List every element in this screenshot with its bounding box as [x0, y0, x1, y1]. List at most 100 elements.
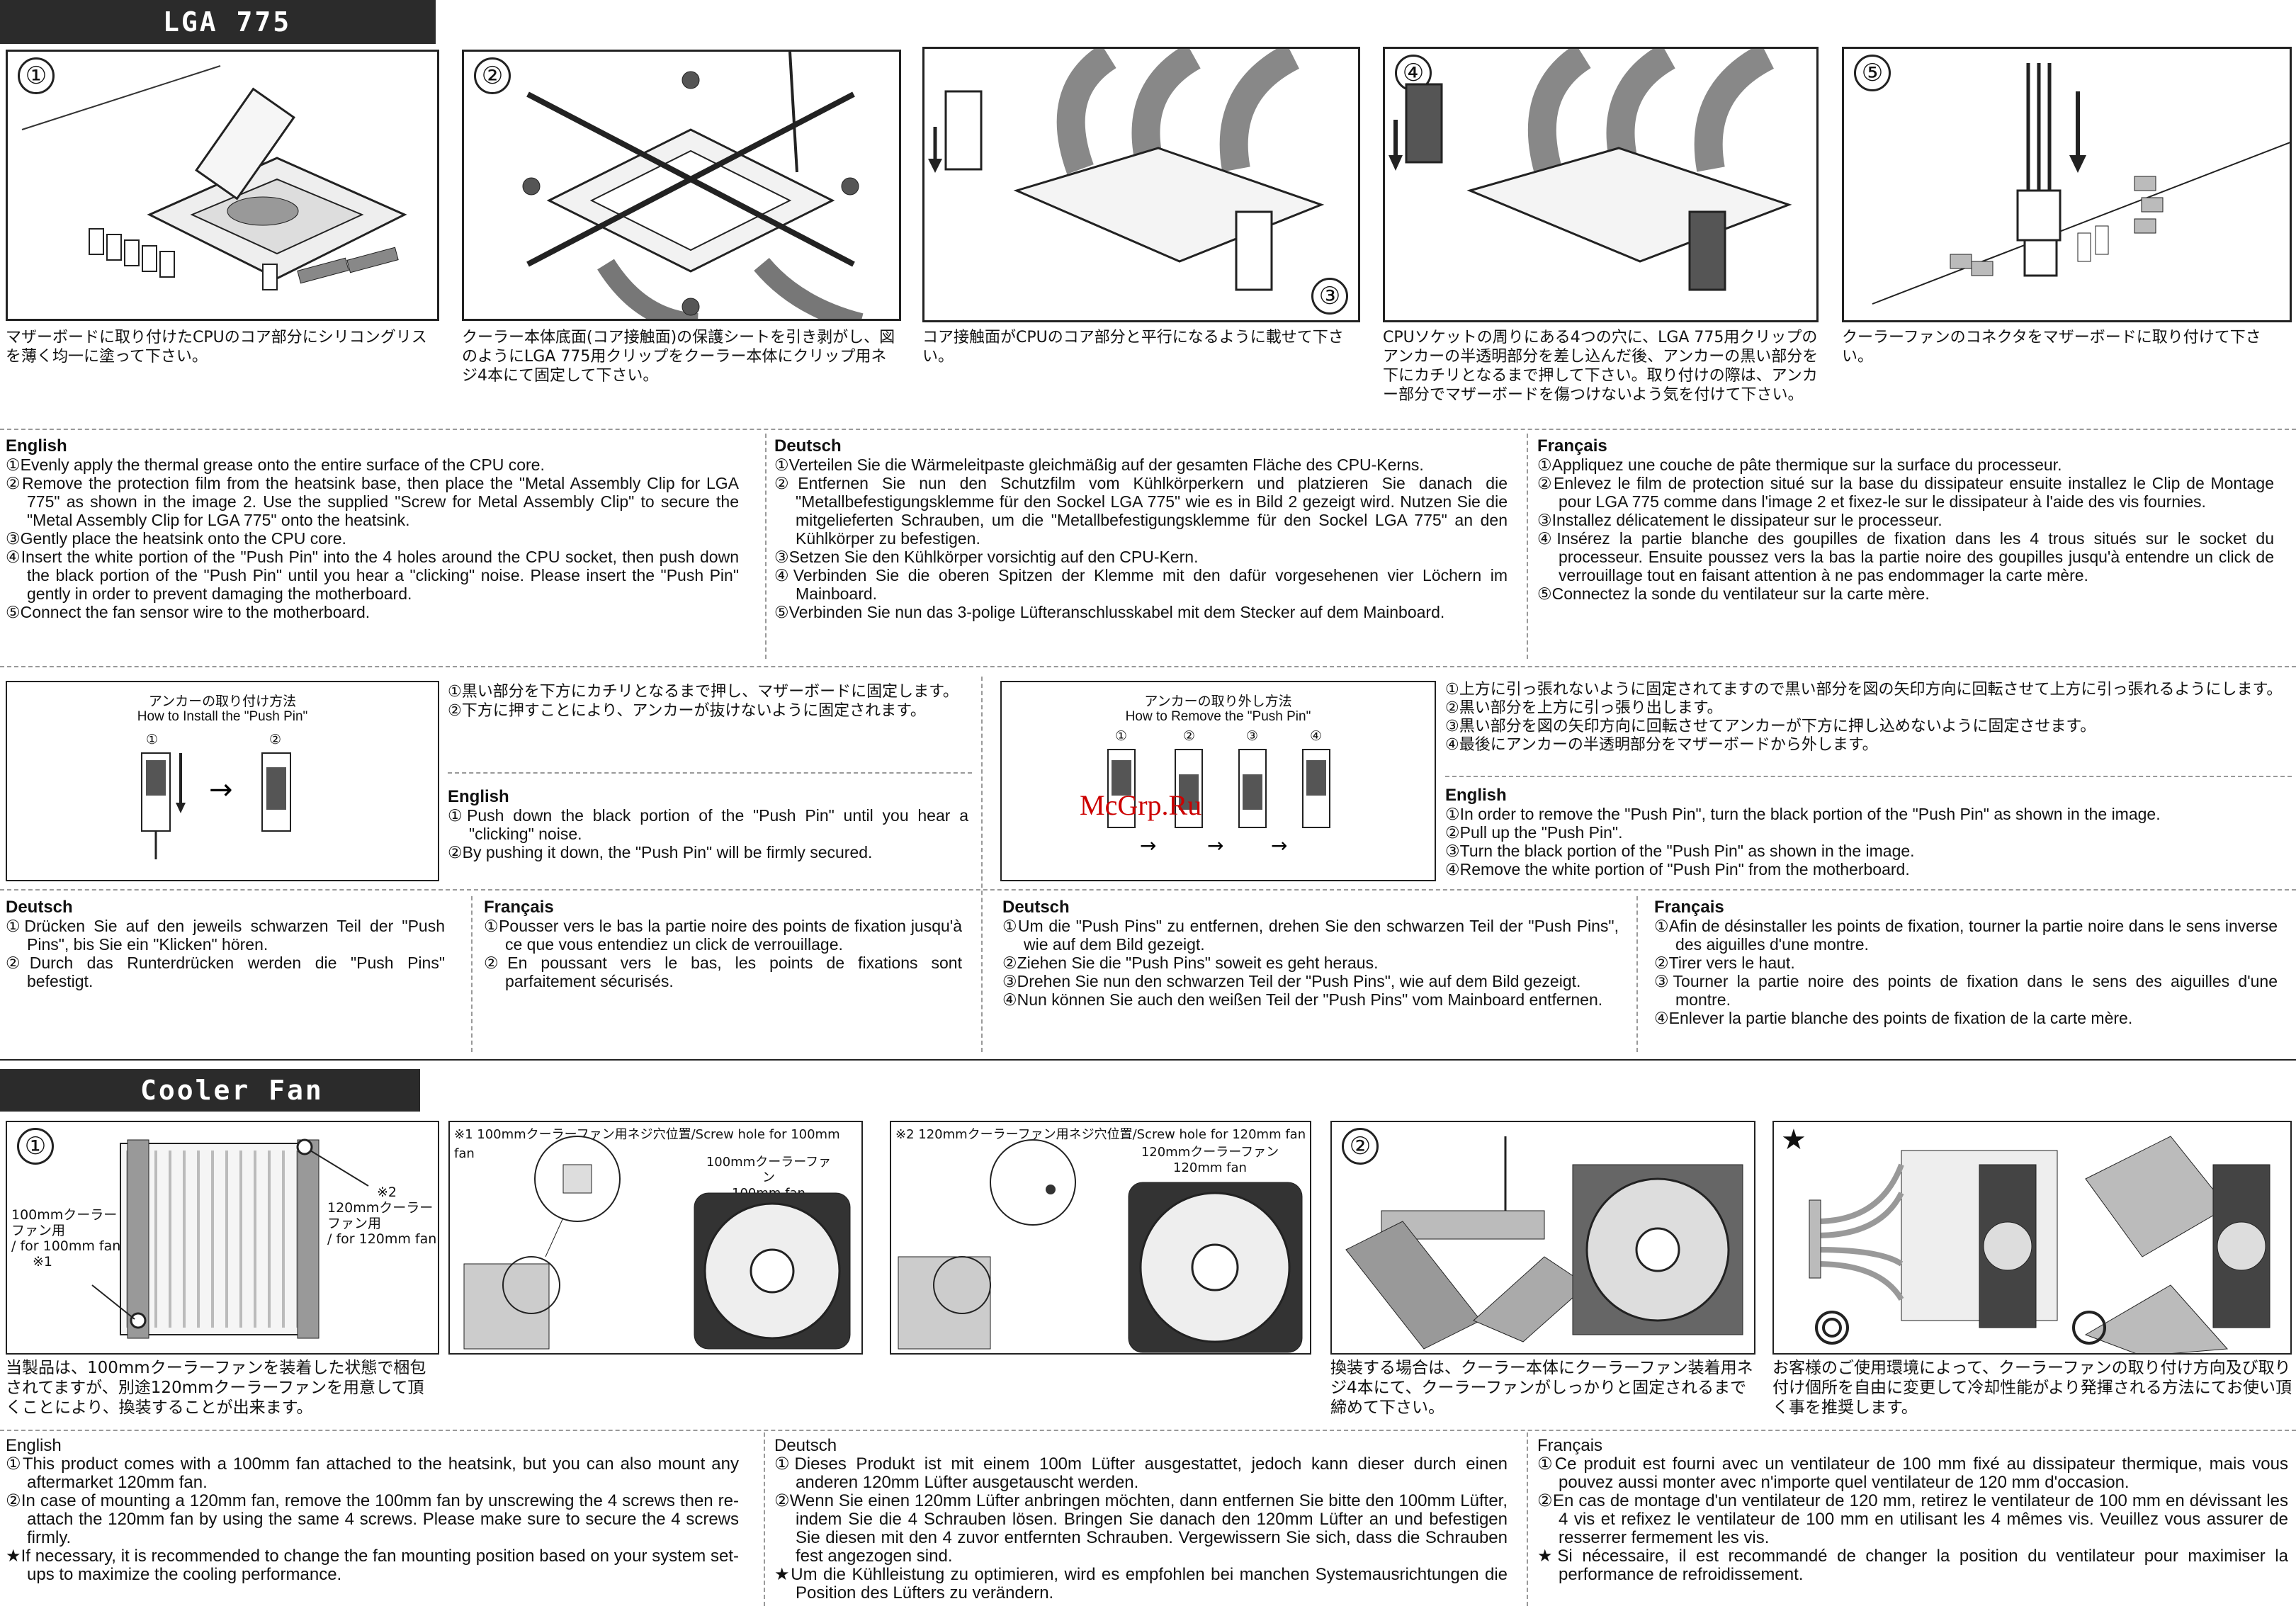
- screw-hole-120mm-illustration: ※2 120mmクーラーファン用ネジ穴位置/Screw hole for 120…: [890, 1121, 1311, 1355]
- fan-orientation-illustration: ★: [1772, 1121, 2292, 1355]
- fan-step1-illustration: ① 100mmクーラー ファン用 / for 100mm fan ※1 ※2 1…: [6, 1121, 439, 1355]
- remove-pin-label: ③: [1246, 729, 1259, 744]
- remove-pin-jp-item: ④最後にアンカーの半透明部分をマザーボードから外します。: [1445, 736, 1878, 754]
- fan-section-title-text: Cooler Fan: [140, 1075, 324, 1106]
- step1-caption: マザーボードに取り付けたCPUのコア部分にシリコングリスを薄く均一に塗って下さい…: [6, 329, 427, 366]
- divider: [0, 666, 2296, 667]
- lga-francais-item: ⑤Connectez la sonde du ventilateur sur l…: [1537, 584, 1930, 603]
- remove-pin-jp-item: ①上方に引っ張れないように固定されてますので黒い部分を図の矢印方向に回転させて上…: [1445, 681, 2283, 699]
- fan-english-item: ②In case of mounting a 120mm fan, remove…: [6, 1491, 739, 1547]
- lga-francais-item: ④Insérez la partie blanche des goupilles…: [1537, 529, 2274, 584]
- divider: [448, 772, 972, 774]
- remove-pin-deutsch-item: ③Drehen Sie nun den schwarzen Teil der "…: [1002, 972, 1581, 990]
- lga-deutsch-block: Deutsch ①Verteilen Sie die Wärmeleitpast…: [774, 436, 1508, 622]
- install-pin-francais-heading: Français: [484, 898, 554, 917]
- heatsink-placement-drawing: [928, 49, 1325, 291]
- remove-pin-francais-item: ②Tirer vers le haut.: [1654, 954, 1795, 972]
- screw-hole-120mm-title: ※2 120mmクーラーファン用ネジ穴位置/Screw hole for 120…: [895, 1127, 1306, 1142]
- remove-pin-english-heading: English: [1445, 786, 1507, 805]
- fan-100mm-caption-line: 100mmクーラーファン: [706, 1155, 832, 1185]
- divider: [765, 434, 767, 659]
- fan-100mm-label-line: ファン用: [11, 1223, 66, 1238]
- divider: [1636, 896, 1638, 1052]
- install-pin-francais-item: ②En poussant vers le bas, les points de …: [484, 954, 962, 990]
- remove-pin-deutsch: Deutsch ①Um die "Push Pins" zu entfernen…: [1002, 898, 1619, 1010]
- fan-120mm-label-line: ファン用: [327, 1216, 382, 1231]
- step2-illustration: ②: [462, 50, 901, 321]
- fan-100mm-label-line: ※1: [33, 1254, 53, 1270]
- watermark: McGrp.Ru: [1080, 789, 1202, 821]
- lga-deutsch-item: ③Setzen Sie den Kühlkörper vorsichtig au…: [774, 548, 1199, 566]
- svg-text:→: →: [1140, 834, 1156, 857]
- remove-pin-english-item: ③Turn the black portion of the "Push Pin…: [1445, 842, 1915, 860]
- divider: [0, 1430, 2296, 1431]
- lga-english-block: English ①Evenly apply the thermal grease…: [6, 437, 739, 622]
- install-pin-english-item: ②By pushing it down, the "Push Pin" will…: [448, 843, 873, 861]
- install-pin-english-heading: English: [448, 787, 509, 806]
- divider: [764, 1432, 765, 1606]
- install-pin-deutsch-item: ②Durch das Runterdrücken werden die "Pus…: [6, 954, 445, 990]
- fan-step1-number: ①: [17, 1128, 54, 1165]
- cpu-grease-drawing: [21, 65, 407, 290]
- install-pin-jp-item: ①黒い部分を下方にカチリとなるまで押し、マザーボードに固定します。: [448, 683, 958, 701]
- section-rule: [0, 1059, 2296, 1061]
- divider: [0, 429, 2296, 430]
- fan-english-block: English ①This product comes with a 100mm…: [6, 1437, 739, 1584]
- divider: [471, 896, 473, 1052]
- lga-francais-item: ③Installez délicatement le dissipateur s…: [1537, 511, 1942, 529]
- fan-francais-item: ★Si nécessaire, il est recommandé de cha…: [1537, 1547, 2288, 1584]
- lga-section-title: LGA 775: [0, 0, 436, 44]
- step4-caption: CPUソケットの周りにある4つの穴に、LGA 775用クリップのアンカーの半透明…: [1383, 329, 1819, 404]
- fan-english-item: ★If necessary, it is recommended to chan…: [6, 1547, 739, 1584]
- fan-120mm-label-line: ※2: [377, 1185, 397, 1200]
- remove-pin-francais-heading: Français: [1654, 898, 1724, 917]
- divider: [1527, 434, 1528, 659]
- fan-connector-drawing: [1872, 63, 2290, 305]
- step2-caption: クーラー本体底面(コア接触面)の保護シートを引き剥がし、図のようにLGA 775…: [462, 329, 895, 385]
- lga-english-item: ①Evenly apply the thermal grease onto th…: [6, 456, 545, 474]
- lga-deutsch-heading: Deutsch: [774, 436, 842, 456]
- install-pin-francais-item: ①Pousser vers le bas la partie noire des…: [484, 917, 962, 954]
- remove-pin-english-item: ②Pull up the "Push Pin".: [1445, 823, 1623, 842]
- remove-pin-deutsch-item: ①Um die "Push Pins" zu entfernen, drehen…: [1002, 917, 1619, 954]
- remove-pin-jp-item: ②黒い部分を上方に引っ張り出します。: [1445, 699, 1723, 717]
- fan-120mm-caption-line: 120mm fan: [1173, 1160, 1247, 1175]
- install-pin-deutsch-item: ①Drücken Sie auf den jeweils schwarzen T…: [6, 917, 445, 954]
- fan-100mm-label: 100mmクーラー ファン用 / for 100mm fan ※1: [11, 1207, 120, 1270]
- step1-illustration: ①: [6, 50, 439, 321]
- fan-deutsch-block: Deutsch ①Dieses Produkt ist mit einem 10…: [774, 1437, 1508, 1602]
- fan-120mm-caption-line: 120mmクーラーファン: [1141, 1145, 1279, 1160]
- install-pin-jp-item: ②下方に押すことにより、アンカーが抜けないように固定されます。: [448, 702, 926, 720]
- install-pin-english-item: ①Push down the black portion of the "Pus…: [448, 806, 968, 843]
- divider: [1527, 1432, 1528, 1606]
- lga-francais-heading: Français: [1537, 436, 1607, 456]
- fan-deutsch-item: ②Wenn Sie einen 120mm Lüfter anbringen m…: [774, 1491, 1508, 1566]
- lga-english-item: ⑤Connect the fan sensor wire to the moth…: [6, 603, 371, 621]
- fan-120mm-caption: 120mmクーラーファン 120mm fan: [1132, 1145, 1288, 1176]
- lga-deutsch-item: ②Entfernen Sie nun den Schutzfilm vom Kü…: [774, 474, 1508, 548]
- install-pin-drawing: →: [141, 752, 291, 859]
- step3-caption: コア接触面がCPUのコア部分と平行になるように載せて下さい。: [922, 329, 1344, 366]
- lga-francais-block: Français ①Appliquez une couche de pâte t…: [1537, 436, 2274, 604]
- heatsink-side-drawing: [91, 1138, 369, 1339]
- fan-deutsch-item: ★Um die Kühlleistung zu optimieren, wird…: [774, 1565, 1508, 1602]
- push-pin-insert-drawing: [1389, 49, 1792, 291]
- remove-pin-deutsch-item: ④Nun können Sie auch den weißen Teil der…: [1002, 990, 1603, 1009]
- svg-text:→: →: [1271, 834, 1287, 857]
- remove-pin-jp-item: ③黒い部分を図の矢印方向に回転させてアンカーが下方に押し込めないように固定させま…: [1445, 718, 2096, 735]
- lga-english-item: ②Remove the protection film from the hea…: [6, 474, 739, 529]
- fan-120mm-drawing: [898, 1139, 1303, 1353]
- fan-step2-number: ②: [1342, 1128, 1379, 1165]
- remove-pin-title-en: How to Remove the "Push Pin": [1125, 709, 1311, 724]
- remove-pin-jp: ①上方に引っ張れないように固定されてますので黒い部分を図の矢印方向に回転させて上…: [1445, 681, 2292, 754]
- lga-section-title-text: LGA 775: [163, 6, 292, 38]
- remove-pin-label: ④: [1310, 729, 1323, 744]
- fan-step2-illustration: ②: [1330, 1121, 1755, 1355]
- remove-pin-english-item: ④Remove the white portion of "Push Pin" …: [1445, 860, 1910, 878]
- screw-hole-100mm-title: ※1 100mmクーラーファン用ネジ穴位置/Screw hole for 100…: [454, 1127, 840, 1161]
- lga-francais-item: ①Appliquez une couche de pâte thermique …: [1537, 456, 2062, 474]
- lga-francais-item: ②Enlevez le film de protection situé sur…: [1537, 474, 2274, 511]
- install-pin-english: English ①Push down the black portion of …: [448, 787, 968, 862]
- remove-pin-title-jp: アンカーの取り外し方法: [1144, 694, 1292, 709]
- install-pin-deutsch-heading: Deutsch: [6, 898, 73, 917]
